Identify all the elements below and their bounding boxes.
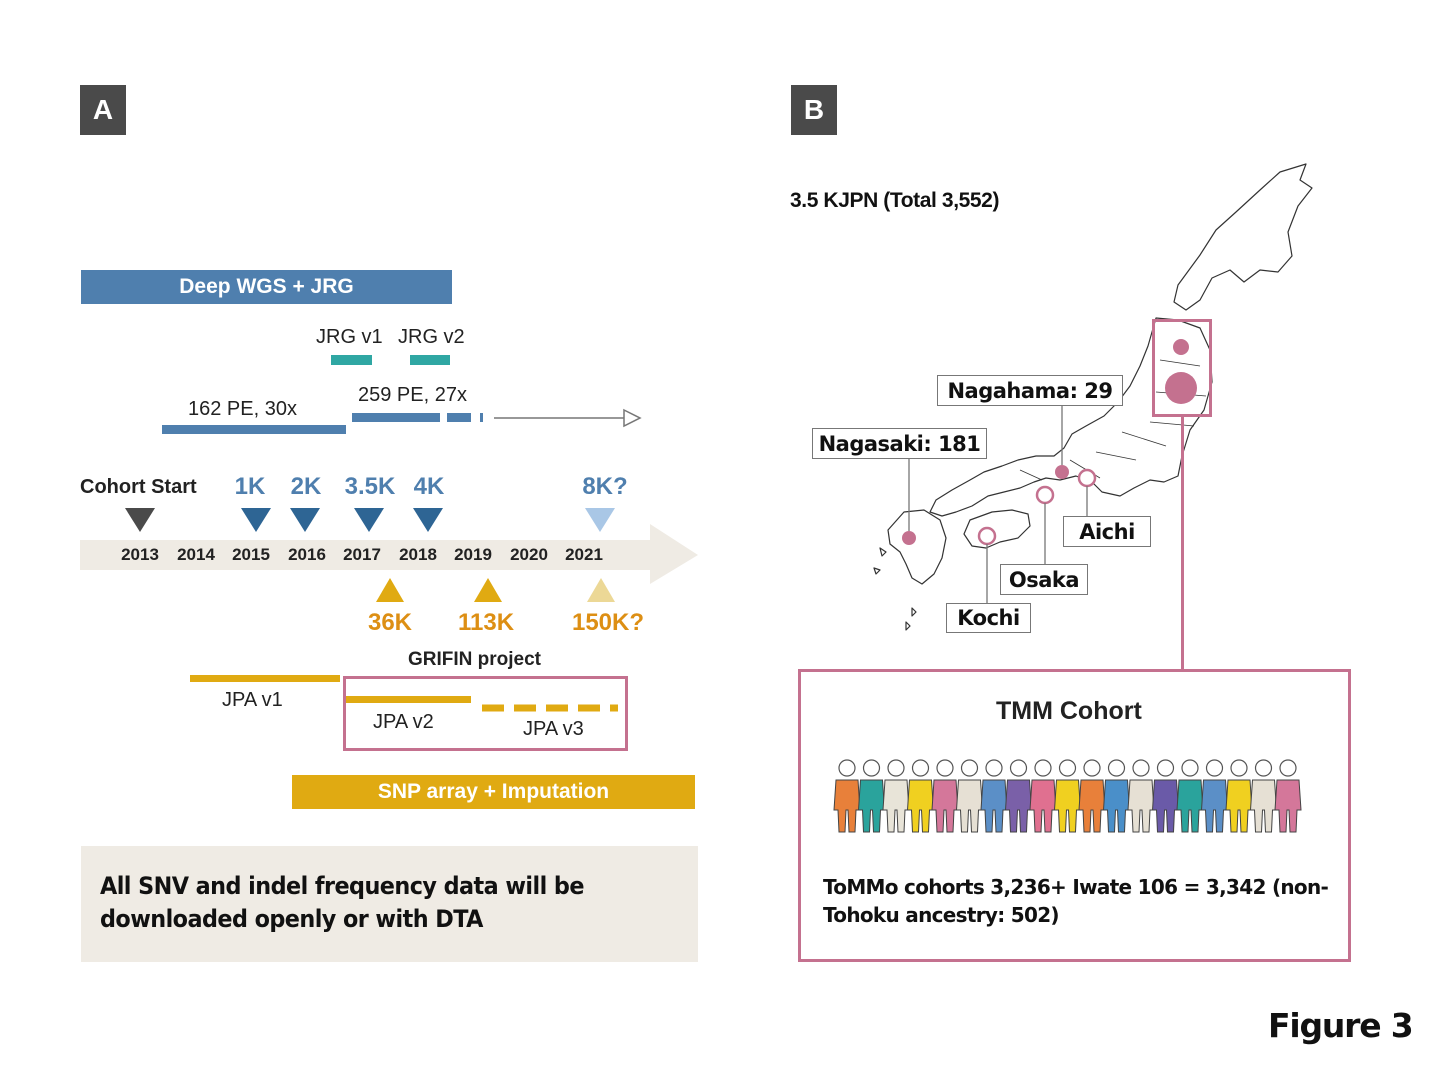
- cohort-person-icon: [1176, 759, 1204, 833]
- milestone-36k: 36K: [367, 609, 413, 636]
- figure-label: Figure 3: [1268, 1006, 1414, 1045]
- marker-3-5k: [354, 508, 384, 532]
- year-2016: 2016: [288, 545, 326, 564]
- jpa-v1-line: [190, 675, 340, 682]
- pe-162-label: 162 PE, 30x: [188, 398, 297, 420]
- nagasaki-label: Nagasaki: 181: [812, 428, 987, 459]
- nagasaki-marker: [902, 531, 916, 545]
- year-2018: 2018: [399, 545, 437, 564]
- cohort-person-icon: [857, 759, 886, 833]
- miyagi-marker: [1165, 372, 1197, 404]
- kochi-marker: [977, 526, 997, 546]
- cohort-person-icon: [1225, 759, 1253, 833]
- jrg-v2-label: JRG v2: [398, 326, 465, 348]
- osaka-marker: [1035, 485, 1055, 505]
- cohort-start-label: Cohort Start: [80, 476, 197, 498]
- cohort-start-marker: [125, 508, 155, 532]
- wgs-progress-lines: [162, 408, 642, 434]
- marker-8k: [585, 508, 615, 532]
- cohort-person-icon: [1127, 759, 1155, 833]
- cohort-person-icon: [1200, 759, 1229, 833]
- milestone-1k: 1K: [234, 473, 266, 500]
- tmm-cohort-note: ToMMo cohorts 3,236+ Iwate 106 = 3,342 (…: [823, 875, 1329, 927]
- pe-259-label: 259 PE, 27x: [358, 384, 467, 406]
- cohort-person-icon: [1078, 759, 1106, 833]
- marker-36k: [376, 578, 404, 602]
- grifin-box: [343, 676, 628, 751]
- nagahama-marker: [1055, 465, 1069, 479]
- year-2013: 2013: [121, 545, 159, 564]
- cohort-person-icon: [1053, 759, 1082, 833]
- jpa-v2-label: JPA v2: [373, 711, 434, 733]
- pe-259-line-dash: [447, 413, 471, 422]
- japan-map: [873, 163, 1313, 631]
- islands: [873, 547, 917, 631]
- iwate-marker: [1173, 339, 1189, 355]
- cohort-person-icon: [1151, 759, 1180, 833]
- milestone-4k: 4K: [413, 473, 445, 500]
- panel-b-label: B: [791, 85, 837, 135]
- cohort-person-icon: [1029, 759, 1057, 833]
- map-markers: [902, 339, 1197, 604]
- cohort-person-icon: [833, 759, 861, 833]
- kyushu-outline: [887, 509, 947, 585]
- cohort-person-icon: [955, 759, 984, 833]
- pe-259-line-dot: [480, 413, 483, 422]
- jrg-v2-bar: [410, 355, 450, 365]
- milestone-3-5k: 3.5K: [344, 473, 396, 500]
- milestone-down-markers: [125, 508, 615, 532]
- hokkaido-outline: [1173, 163, 1313, 311]
- jpa-v3-dashed-line: [482, 704, 618, 712]
- marker-2k: [290, 508, 320, 532]
- cohort-people-illustration: [833, 759, 1302, 833]
- cohort-person-icon: [882, 759, 910, 833]
- year-2019: 2019: [454, 545, 492, 564]
- year-2015: 2015: [232, 545, 270, 564]
- kochi-label: Kochi: [946, 603, 1031, 633]
- kjpn-title: 3.5 KJPN (Total 3,552): [790, 189, 1000, 212]
- pe-162-line: [162, 425, 346, 434]
- tohoku-highlight-box: [1152, 319, 1212, 417]
- cohort-person-icon: [980, 759, 1008, 833]
- osaka-label: Osaka: [1000, 564, 1088, 595]
- aichi-marker: [1077, 468, 1097, 488]
- milestone-150k: 150K?: [571, 609, 645, 636]
- timeline-arrow: [80, 524, 698, 584]
- deep-wgs-bar: Deep WGS + JRG: [81, 270, 452, 304]
- marker-150k: [587, 578, 615, 602]
- jpa-v3-label: JPA v3: [523, 718, 584, 740]
- marker-4k: [413, 508, 443, 532]
- cohort-person-icon: [1102, 759, 1131, 833]
- year-2014: 2014: [177, 545, 215, 564]
- milestone-8k: 8K?: [582, 473, 628, 500]
- note-box: [81, 846, 698, 962]
- milestone-up-markers: [376, 578, 615, 602]
- jrg-v1-bar: [331, 355, 372, 365]
- panel-a-label: A: [80, 85, 126, 135]
- future-arrow-head: [623, 408, 642, 428]
- year-2017: 2017: [343, 545, 381, 564]
- milestone-113k: 113K: [457, 609, 515, 636]
- cohort-person-icon: [1004, 759, 1033, 833]
- milestone-2k: 2K: [290, 473, 322, 500]
- jpa-v1-label: JPA v1: [222, 689, 283, 711]
- tmm-cohort-title: TMM Cohort: [996, 697, 1142, 725]
- note-text: All SNV and indel frequency data will be…: [100, 872, 584, 933]
- year-2020: 2020: [510, 545, 548, 564]
- aichi-label: Aichi: [1063, 516, 1151, 547]
- year-2021: 2021: [565, 545, 603, 564]
- cohort-person-icon: [1249, 759, 1278, 833]
- grifin-label: GRIFIN project: [408, 649, 542, 670]
- marker-1k: [241, 508, 271, 532]
- cohort-person-icon: [1274, 759, 1302, 833]
- marker-113k: [474, 578, 502, 602]
- jpa-v2-line: [346, 696, 471, 703]
- cohort-person-icon: [906, 759, 935, 833]
- jrg-v1-label: JRG v1: [316, 326, 383, 348]
- nagahama-label: Nagahama: 29: [937, 375, 1123, 406]
- pe-259-line: [352, 413, 440, 422]
- snp-array-bar: SNP array + Imputation: [292, 775, 695, 809]
- tohoku-connector-line: [1181, 417, 1184, 669]
- cohort-person-icon: [931, 759, 959, 833]
